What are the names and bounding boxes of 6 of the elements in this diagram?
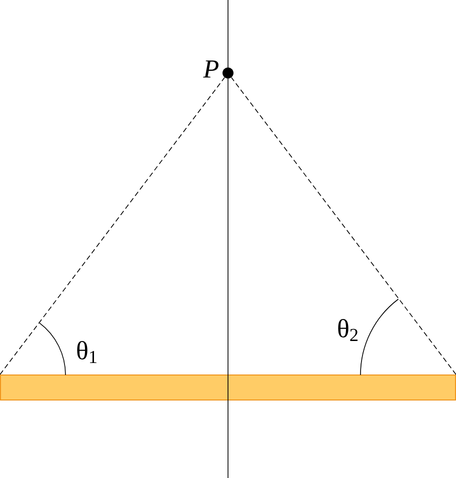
rod-bar bbox=[0, 374, 456, 400]
point-dot bbox=[222, 68, 234, 78]
dashed-line bbox=[231, 77, 456, 375]
dashed-line bbox=[0, 77, 225, 375]
angle-label: θ$_{2}$ bbox=[338, 319, 358, 341]
point-label: P bbox=[203, 60, 218, 78]
